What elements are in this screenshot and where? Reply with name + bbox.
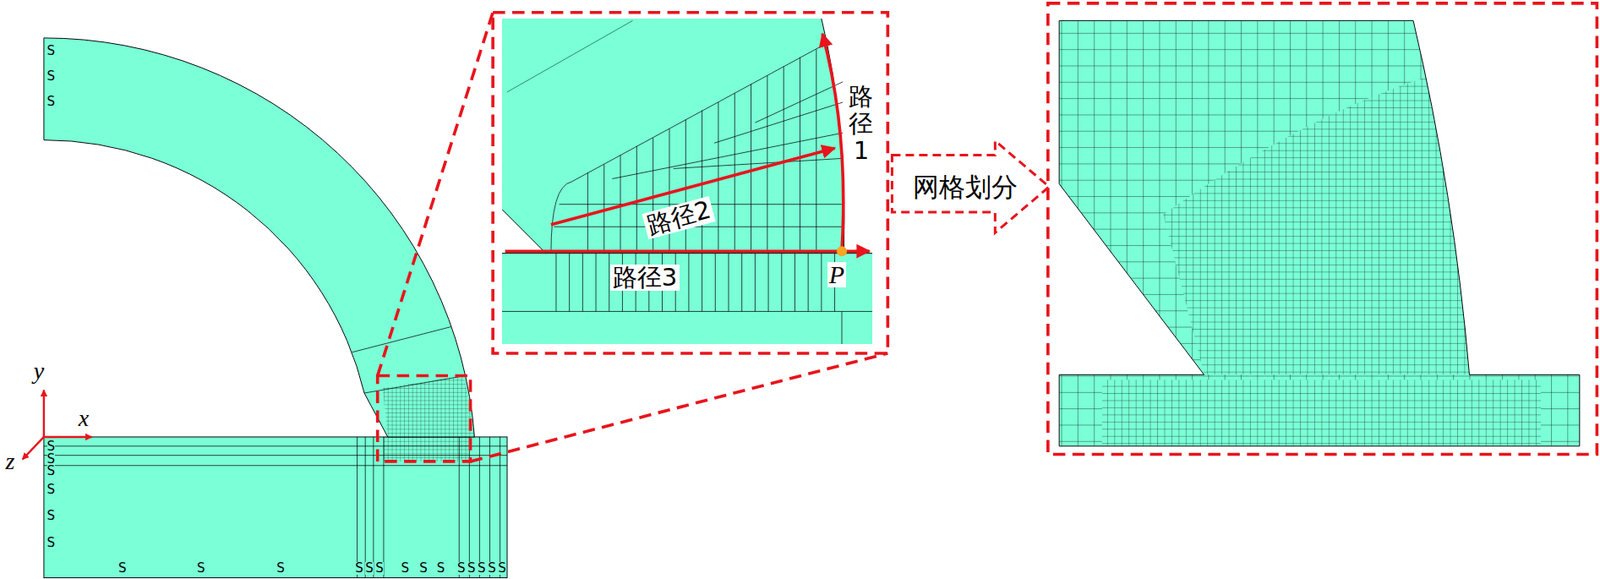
boundary-symbol: S [419, 562, 428, 575]
zoom-detail-part [502, 253, 873, 345]
zoom-frame [377, 3, 1598, 462]
zoom-frame-part [1048, 3, 1598, 455]
boundary-symbol: S [47, 509, 56, 523]
boundary-symbol: S [375, 562, 384, 575]
meshed-model-part-part [1059, 20, 1580, 446]
boundary-symbol: S [467, 562, 476, 575]
axes-part [43, 389, 45, 437]
boundary-symbol: S [47, 440, 56, 454]
boundary-symbol: S [487, 562, 497, 575]
axis-label: y [33, 359, 44, 383]
zoom-detail [502, 18, 873, 345]
arrow-shape: 网格划分 [890, 137, 1052, 237]
left-model-part-part [377, 367, 481, 465]
zoom-detail-part [502, 253, 873, 345]
meshed-model-part-part [1102, 379, 1541, 446]
left-model-part [43, 38, 475, 437]
axes-part [43, 436, 93, 438]
meshed-model-part [1059, 20, 1580, 446]
zoom-frame-part [377, 12, 493, 377]
axes-part [22, 436, 44, 460]
left-model-part [377, 367, 481, 465]
zoom-detail-part [502, 252, 873, 254]
boundary-symbol: S [196, 562, 206, 575]
boundary-symbol: S [365, 562, 374, 575]
zoom-frame-part [470, 353, 889, 462]
boundary-symbol: S [497, 562, 507, 575]
path-label: 路径3 [610, 264, 680, 291]
meshed-model-part [1059, 20, 1580, 446]
arrow-outline-path [891, 141, 1049, 234]
axis-label: x [78, 406, 89, 431]
meshed-model-part-part [1163, 71, 1469, 376]
boundary-symbol: S [477, 562, 487, 575]
boundary-symbol: S [47, 453, 56, 466]
boundary-symbol: S [118, 562, 127, 575]
boundary-symbol: S [276, 562, 285, 575]
meshed-model-part [1059, 20, 1580, 446]
zoom-detail-part [507, 20, 633, 93]
zoom-detail-part [502, 18, 845, 254]
zoom-detail-part [502, 18, 873, 345]
boundary-symbol: S [401, 562, 410, 575]
node-text: 网格划分 [912, 174, 1018, 201]
boundary-symbol: S [436, 562, 446, 575]
boundary-symbol: S [47, 536, 56, 550]
point-label: P [827, 262, 847, 288]
zoom-detail-part [502, 18, 845, 254]
boundary-symbol: S [47, 95, 56, 109]
meshed-model-part-part [1102, 379, 1541, 446]
axes [22, 389, 93, 459]
left-model [43, 38, 508, 579]
boundary-symbol: S [47, 464, 56, 478]
boundary-symbol: S [354, 562, 364, 575]
zoom-detail-part [822, 33, 844, 252]
meshed-model [1059, 20, 1580, 446]
axis-label: z [5, 449, 16, 474]
path-label: 路径1 [848, 83, 874, 165]
meshed-model-part-part [1163, 71, 1469, 376]
zoom-detail-part [551, 46, 822, 254]
zoom-frame-part [492, 12, 888, 354]
boundary-symbol: S [47, 44, 56, 58]
boundary-symbol: S [47, 483, 56, 497]
boundary-symbol: S [47, 70, 56, 83]
zoom-detail-part [836, 245, 847, 257]
boundary-symbol: S [457, 562, 466, 575]
zoom-detail-part [554, 49, 845, 253]
zoom-detail-part [505, 249, 870, 253]
zoom-frame-part [377, 376, 471, 462]
